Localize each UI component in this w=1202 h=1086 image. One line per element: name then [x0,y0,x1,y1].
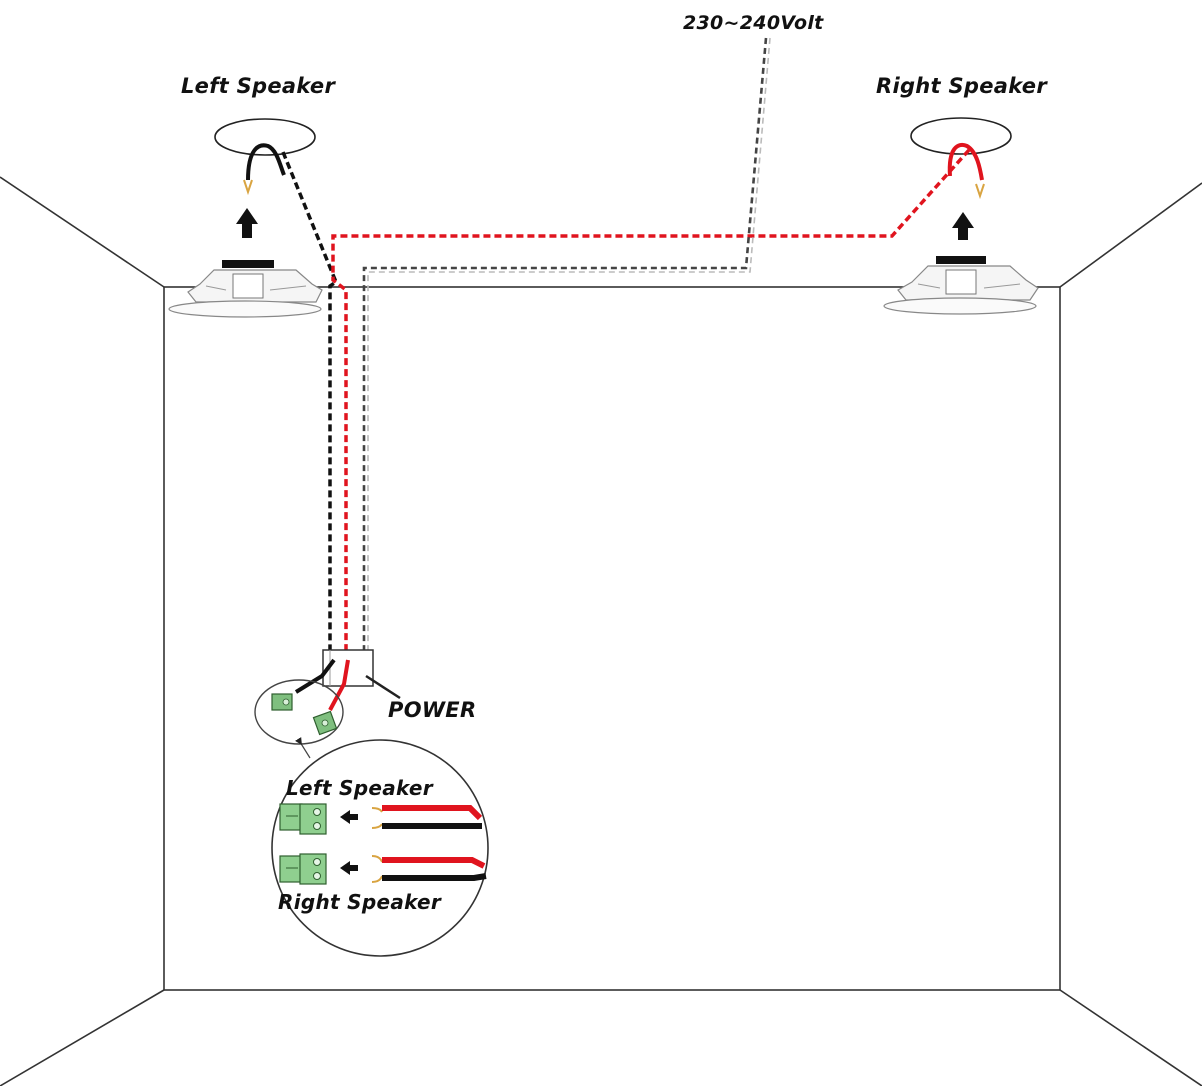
red-lead-out [328,659,350,711]
floor-edge-right [1059,989,1202,1086]
inset-right-speaker-label: Right Speaker [278,890,442,914]
power-wire [362,37,771,650]
right-arrow-head [952,212,974,228]
power-label: POWER [388,698,477,722]
zoom-pointer [295,737,311,759]
connector-plug-left [271,693,293,711]
power-lead-out [365,674,401,700]
left-speaker-lead-tips [243,179,253,196]
right-arrow-shaft [958,226,968,240]
black-lead-out [294,658,336,694]
left-speaker-wire [281,151,339,650]
right-speaker-assembly [883,117,1039,315]
right-speaker-label: Right Speaker [876,74,1047,98]
connector-plug-right [312,710,338,736]
inset-cable-right [371,855,487,883]
left-arrow-head [236,208,258,224]
box-exit-wires [294,658,401,711]
inset-terminal-right [279,853,327,885]
inset-detail [271,739,489,957]
inset-circle [271,739,489,957]
room-outline [0,176,1202,1086]
right-speaker-body [883,256,1039,315]
right-speaker-lead [947,142,984,181]
left-speaker-assembly [168,118,323,318]
left-speaker-cutout [214,118,316,156]
floor-edge-left [0,989,165,1086]
left-speaker-body [168,260,323,318]
inset-arrow-left [340,810,350,824]
back-wall [163,286,1061,991]
right-speaker-wire [331,148,971,650]
right-speaker-cutout [910,117,1012,155]
left-speaker-lead [246,143,286,181]
left-speaker-label: Left Speaker [181,74,336,98]
voltage-label: 230~240Volt [683,12,824,34]
left-arrow-shaft [242,222,252,238]
wall-box [322,649,374,687]
ceiling-edge-right [1059,182,1202,288]
inset-arrow-right [340,861,350,875]
inset-cable-left [371,805,483,829]
inset-left-speaker-label: Left Speaker [286,776,433,800]
ceiling-edge-left [0,176,165,288]
inset-terminal-left [279,803,327,835]
right-speaker-lead-tips [975,183,985,200]
